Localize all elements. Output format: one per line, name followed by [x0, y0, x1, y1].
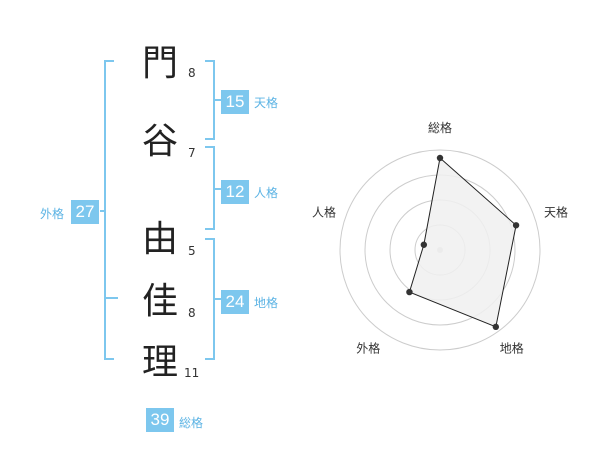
radar-axis-label-3: 地格: [500, 341, 524, 356]
chikaku-bracket-tick: [215, 298, 221, 300]
stroke-count-5: 11: [184, 366, 200, 380]
jinkaku-value: 12: [221, 180, 249, 204]
radar-point-4: [406, 288, 413, 296]
radar-axis-label-4: 外格: [356, 341, 380, 356]
name-char-1: 門: [141, 43, 178, 84]
jinkaku-bracket-tick: [215, 188, 221, 190]
radar-grid-ring: [339, 149, 541, 351]
gaikaku-value: 27: [71, 200, 99, 224]
stroke-count-2: 7: [188, 146, 196, 160]
radar-point-1: [436, 154, 444, 162]
tenkaku-bracket-tick: [215, 99, 221, 101]
jinkaku-bracket: [205, 146, 215, 230]
gaikaku-bracket-top: [104, 60, 114, 300]
gaikaku-label: 外格: [40, 207, 65, 221]
radar-axis-label-2: 天格: [544, 204, 568, 219]
name-char-4: 佳: [141, 281, 178, 322]
tenkaku-bracket: [205, 60, 215, 140]
radar-point-2: [512, 222, 520, 229]
radar-point-3: [492, 323, 500, 331]
gaikaku-bracket-bottom: [104, 298, 114, 360]
chikaku-label: 地格: [254, 296, 279, 310]
tenkaku-label: 天格: [254, 96, 279, 110]
name-char-3: 由: [141, 219, 178, 260]
gaikaku-bracket-tick: [100, 210, 106, 212]
radar-series-polygon: [408, 157, 517, 328]
soukaku-value: 39: [146, 408, 174, 432]
radar-axis-label-1: 総格: [428, 120, 452, 135]
stroke-count-3: 5: [188, 244, 196, 258]
soukaku-label: 総格: [179, 416, 204, 430]
stroke-count-4: 8: [188, 306, 196, 320]
stroke-count-1: 8: [188, 66, 196, 80]
tenkaku-value: 15: [221, 90, 249, 114]
chikaku-bracket: [205, 238, 215, 360]
chikaku-value: 24: [221, 290, 249, 314]
name-char-5: 理: [141, 342, 178, 383]
radar-point-5: [420, 241, 428, 248]
radar-axis-label-5: 人格: [312, 204, 336, 219]
name-char-2: 谷: [141, 121, 178, 162]
jinkaku-label: 人格: [254, 186, 279, 200]
gaikaku-bracket-mid: [104, 297, 118, 299]
